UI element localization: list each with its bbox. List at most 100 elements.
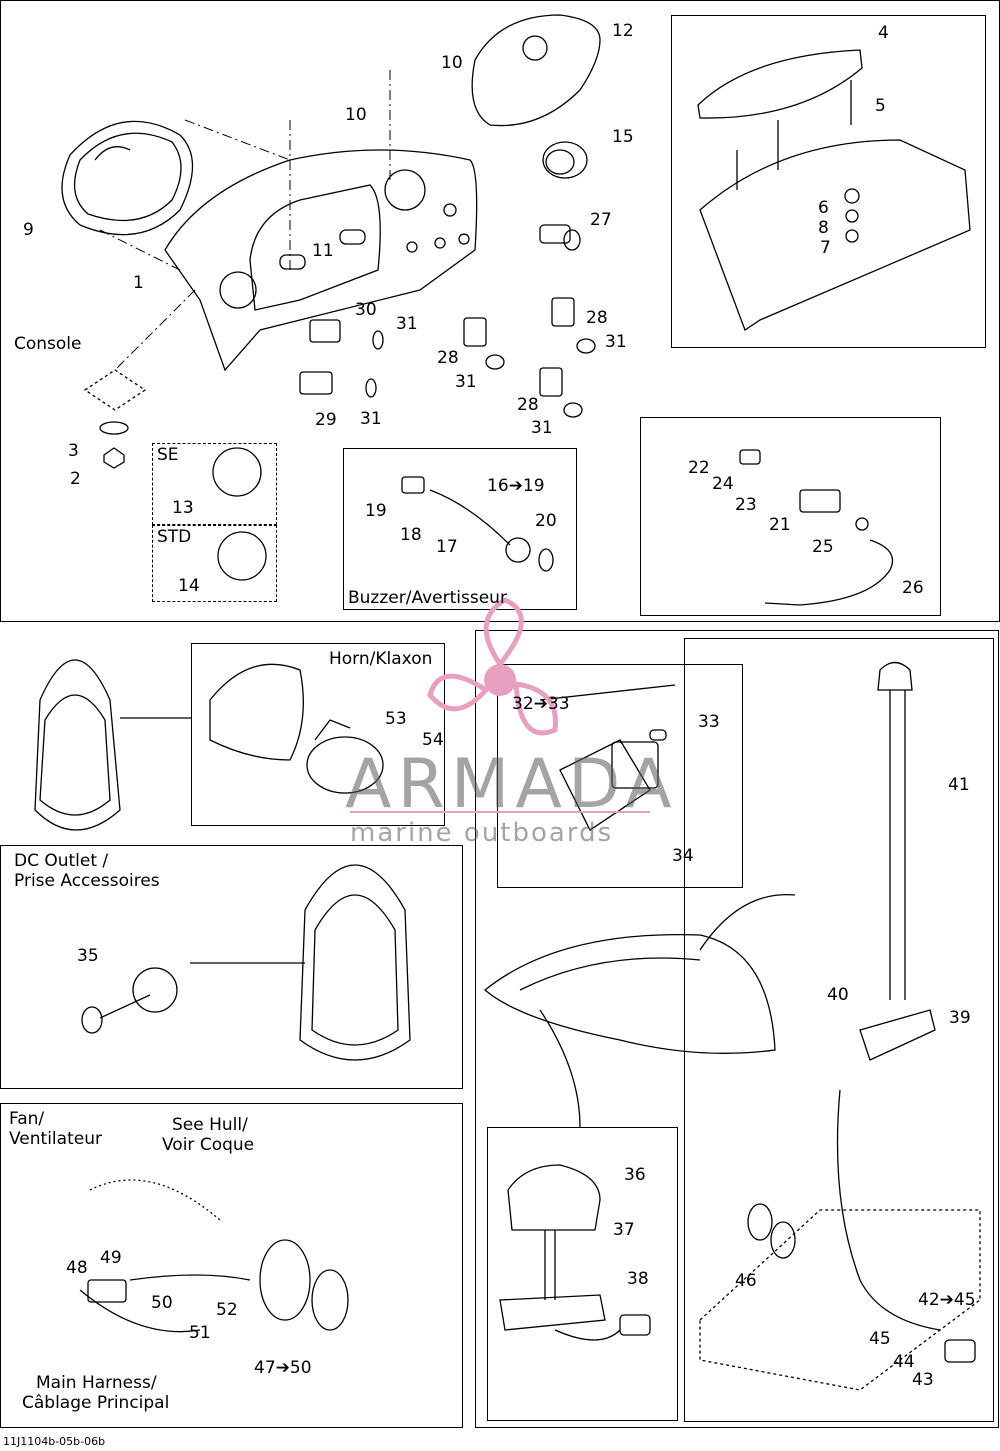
courtesy-light-panel [497, 664, 743, 888]
callout-42: 42➔45 [918, 1290, 976, 1310]
callout-29: 29 [315, 410, 337, 430]
dash-console-1 [164, 149, 478, 372]
callout-24: 24 [712, 474, 734, 494]
switches [299, 297, 596, 418]
callout-21: 21 [769, 515, 791, 535]
gauge-cluster-9 [61, 120, 194, 236]
callout-4: 4 [878, 23, 889, 43]
harness-caption-2: Câblage Principal [22, 1393, 170, 1413]
callout-31c: 31 [605, 332, 627, 352]
callout-41: 41 [948, 775, 970, 795]
callout-45: 45 [869, 1329, 891, 1349]
lights-panel [475, 630, 999, 1428]
callout-14: 14 [178, 576, 200, 596]
callout-23: 23 [735, 495, 757, 515]
buzzer-assembly [401, 476, 554, 572]
callout-49: 49 [100, 1248, 122, 1268]
dc-outlet-35 [81, 967, 178, 1034]
inset-panel-cover [671, 15, 986, 348]
callout-54: 54 [422, 730, 444, 750]
buzzer-caption: Buzzer/Avertisseur [348, 588, 507, 608]
watermark-brand: ARMADA [345, 745, 678, 824]
callout-35: 35 [77, 946, 99, 966]
std-caption: STD [157, 527, 192, 547]
callout-7: 7 [820, 238, 831, 258]
mast-light-panel [684, 638, 994, 1422]
horn-caption: Horn/Klaxon [329, 649, 433, 669]
nav-light-panel [487, 1127, 678, 1421]
harness-caption-1: Main Harness/ [36, 1373, 157, 1393]
callout-31b: 31 [455, 372, 477, 392]
see-hull-caption-1: See Hull/ [172, 1115, 248, 1135]
callout-28b: 28 [586, 308, 608, 328]
inset-panel-buzzer [343, 448, 577, 610]
callout-34: 34 [672, 846, 694, 866]
horn-panel [191, 643, 445, 826]
mast-light-41 [699, 661, 981, 1391]
callout-50: 50 [151, 1293, 173, 1313]
callout-19: 19 [365, 501, 387, 521]
callout-31d: 31 [531, 418, 553, 438]
console-caption: Console [14, 334, 82, 354]
fan-assembly [79, 1179, 349, 1333]
socket-27 [539, 224, 581, 251]
callout-1: 1 [133, 273, 144, 293]
horn-53 [209, 663, 384, 794]
callout-37: 37 [613, 1220, 635, 1240]
callout-22: 22 [688, 458, 710, 478]
callout-8: 8 [818, 218, 829, 238]
gauge-15 [542, 141, 588, 179]
se-caption: SE [157, 445, 179, 465]
callout-11: 11 [312, 241, 334, 261]
callout-44: 44 [893, 1352, 915, 1372]
callout-26: 26 [902, 578, 924, 598]
callout-6: 6 [818, 198, 829, 218]
see-hull-caption-2: Voir Coque [162, 1135, 255, 1155]
inset-panel-lanyard [640, 417, 941, 616]
nav-light-36 [499, 1164, 651, 1341]
callout-47: 47➔50 [254, 1358, 312, 1378]
callout-28a: 28 [437, 348, 459, 368]
callout-18: 18 [400, 525, 422, 545]
gauge-13 [212, 447, 262, 497]
watermark-tagline: marine outboards [350, 818, 614, 848]
callout-40: 40 [827, 985, 849, 1005]
callout-10b: 10 [345, 105, 367, 125]
callout-48: 48 [66, 1258, 88, 1278]
hull-view-top [34, 659, 191, 831]
cover-4 [697, 49, 971, 331]
callout-52: 52 [216, 1300, 238, 1320]
callout-20: 20 [535, 511, 557, 531]
dc-outlet-panel [0, 845, 463, 1089]
courtesy-light-32 [539, 684, 676, 831]
bezel-12 [471, 14, 601, 127]
callout-30: 30 [355, 300, 377, 320]
fan-caption-2: Ventilateur [9, 1129, 102, 1149]
callout-25: 25 [812, 537, 834, 557]
console-mount [83, 369, 147, 469]
callout-12: 12 [612, 21, 634, 41]
callout-46: 46 [735, 1271, 757, 1291]
callout-16: 16➔19 [487, 476, 545, 496]
dc-outlet-caption-1: DC Outlet / [14, 851, 109, 871]
callout-2: 2 [70, 469, 81, 489]
gauge-14 [217, 531, 267, 581]
hull-view-dc [190, 864, 411, 1061]
inset-panel-se [152, 443, 277, 525]
figure-code: 11J1104b-05b-06b [3, 1435, 106, 1448]
callout-15: 15 [612, 127, 634, 147]
callout-36: 36 [624, 1165, 646, 1185]
callout-31e: 31 [360, 409, 382, 429]
fan-panel [0, 1103, 463, 1428]
inset-panel-std [152, 525, 277, 602]
dc-outlet-caption-2: Prise Accessoires [14, 871, 160, 891]
callout-5: 5 [875, 96, 886, 116]
callout-13: 13 [172, 498, 194, 518]
callout-28c: 28 [517, 395, 539, 415]
boat-illustration [483, 893, 796, 1128]
callout-31a: 31 [396, 314, 418, 334]
callout-3: 3 [68, 441, 79, 461]
callout-43: 43 [912, 1370, 934, 1390]
